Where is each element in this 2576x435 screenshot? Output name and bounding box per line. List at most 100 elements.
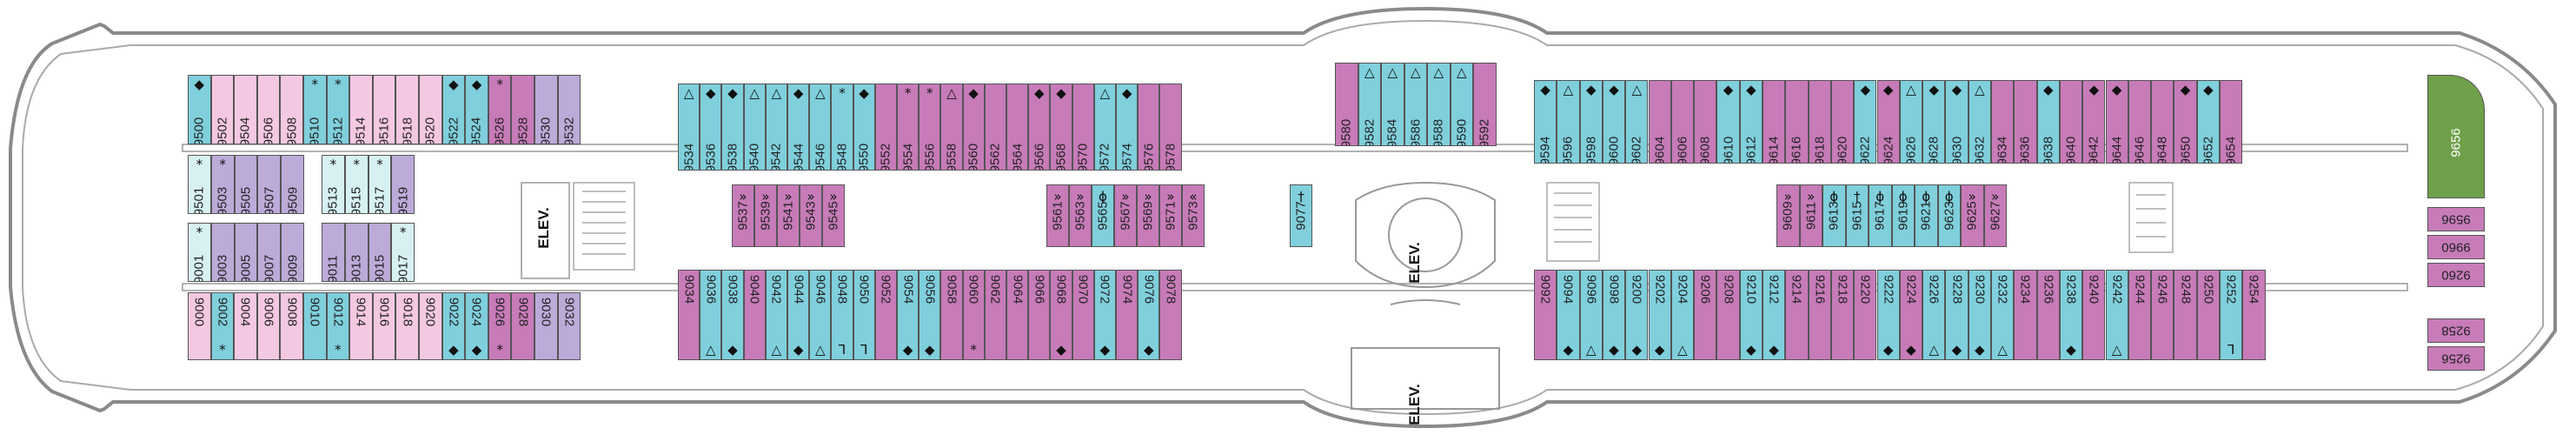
cabin-9232[interactable]: △9232 [1991,270,2015,360]
cabin-9248[interactable]: 9248 [2174,270,2197,360]
cabin-9009[interactable]: 9009 [281,223,304,282]
cabin-9000[interactable]: 9000 [188,292,211,360]
cabin-9520[interactable]: 9520 [419,75,442,144]
cabin-9608[interactable]: 9608 [1694,80,1717,164]
cabin-9611[interactable]: »9611 [1799,184,1822,247]
cabin-9606[interactable]: 9606 [1670,80,1695,164]
cabin-9516[interactable]: 9516 [372,75,396,144]
cabin-9204[interactable]: △9204 [1670,270,1695,360]
cabin-9224[interactable]: ◆9224 [1899,270,1923,360]
cabin-9569[interactable]: »9569 [1137,184,1159,247]
cabin-9570[interactable]: 9570 [1072,84,1094,171]
cabin-9564[interactable]: 9564 [1006,84,1029,171]
cabin-9550[interactable]: ◆9550 [853,84,875,171]
cabin-9528[interactable]: 9528 [511,75,534,144]
cabin-9558[interactable]: △9558 [940,84,963,171]
cabin-9011[interactable]: 9011 [322,223,345,282]
cabin-9244[interactable]: 9244 [2128,270,2152,360]
cabin-9512[interactable]: *9512 [326,75,350,144]
cabin-9571[interactable]: »9571 [1159,184,1182,247]
cabin-9040[interactable]: 9040 [743,270,766,360]
cabin-9500[interactable]: ◆9500 [188,75,211,144]
cabin-9018[interactable]: 9018 [395,292,419,360]
cabin-9572[interactable]: △9572 [1093,84,1116,171]
cabin-9546[interactable]: △9546 [809,84,832,171]
cabin-9634[interactable]: 9634 [1991,80,2015,164]
cabin-9542[interactable]: △9542 [765,84,787,171]
cabin-9228[interactable]: ◆9228 [1945,270,1969,360]
cabin-9014[interactable]: 9014 [349,292,373,360]
cabin-9036[interactable]: △9036 [700,270,722,360]
cabin-9543[interactable]: »9543 [800,184,822,247]
cabin-9562[interactable]: 9562 [984,84,1006,171]
cabin-9644[interactable]: ◆9644 [2105,80,2128,164]
cabin-9024[interactable]: ◆9024 [465,292,488,360]
cabin-9576[interactable]: 9576 [1138,84,1160,171]
cabin-9526[interactable]: *9526 [488,75,512,144]
cabin-9610[interactable]: ◆9610 [1716,80,1740,164]
cabin-9578[interactable]: 9578 [1159,84,1182,171]
cabin-9234[interactable]: 9234 [2014,270,2037,360]
cabin-9015[interactable]: 9015 [368,223,392,282]
cabin-9624[interactable]: ◆9624 [1876,80,1900,164]
cabin-9210[interactable]: ◆9210 [1739,270,1763,360]
cabin-9058[interactable]: 9058 [940,270,963,360]
cabin-9028[interactable]: 9028 [511,292,534,360]
cabin-9574[interactable]: ◆9574 [1116,84,1139,171]
cabin-9509[interactable]: 9509 [281,155,304,214]
cabin-9590[interactable]: △9590 [1450,63,1473,146]
cabin-9609[interactable]: »9609 [1776,184,1800,247]
cabin-9052[interactable]: 9052 [874,270,897,360]
cabin-9630[interactable]: ◆9630 [1945,80,1969,164]
cabin-9573[interactable]: «9573 [1182,184,1205,247]
cabin-9519[interactable]: 9519 [391,155,415,214]
cabin-9561[interactable]: »9561 [1046,184,1069,247]
cabin-9074[interactable]: 9074 [1116,270,1139,360]
cabin-9222[interactable]: ◆9222 [1876,270,1900,360]
cabin-9020[interactable]: 9020 [419,292,442,360]
cabin-9654[interactable]: 9654 [2220,80,2243,164]
cabin-9078[interactable]: 9078 [1159,270,1182,360]
cabin-9256[interactable]: 9256 [2427,346,2485,371]
cabin-9545[interactable]: »9545 [822,184,845,247]
cabin-9540[interactable]: △9540 [743,84,766,171]
cabin-9048[interactable]: ⅂9048 [831,270,853,360]
cabin-9580[interactable]: 9580 [1335,63,1358,146]
cabin-9537[interactable]: »9537 [732,184,754,247]
cabin-9226[interactable]: △9226 [1922,270,1946,360]
cabin-9202[interactable]: ◆9202 [1648,270,1671,360]
cabin-9503[interactable]: *9503 [210,155,235,214]
cabin-9254[interactable]: 9254 [2242,270,2266,360]
cabin-9502[interactable]: 9502 [210,75,235,144]
cabin-9507[interactable]: 9507 [257,155,282,214]
cabin-9600[interactable]: ◆9600 [1602,80,1626,164]
cabin-9539[interactable]: »9539 [754,184,777,247]
cabin-9560[interactable]: ◆9560 [962,84,985,171]
cabin-9230[interactable]: ◆9230 [1968,270,1991,360]
cabin-9216[interactable]: 9216 [1808,270,1831,360]
cabin-9567[interactable]: »9567 [1114,184,1137,247]
cabin-9002[interactable]: *9002 [210,292,235,360]
cabin-9017[interactable]: *9017 [391,223,415,282]
cabin-9046[interactable]: △9046 [809,270,832,360]
cabin-9212[interactable]: ◆9212 [1763,270,1786,360]
cabin-9004[interactable]: 9004 [234,292,257,360]
cabin-9006[interactable]: 9006 [256,292,281,360]
cabin-9536[interactable]: ◆9536 [700,84,722,171]
cabin-9517[interactable]: *9517 [368,155,392,214]
cabin-9098[interactable]: ◆9098 [1602,270,1626,360]
cabin-9038[interactable]: ◆9038 [721,270,744,360]
cabin-9960[interactable]: 9960 [2427,235,2485,259]
cabin-9622[interactable]: ◆9622 [1854,80,1877,164]
cabin-9042[interactable]: △9042 [765,270,787,360]
cabin-9594[interactable]: ◆9594 [1534,80,1557,164]
cabin-9505[interactable]: 9505 [234,155,258,214]
cabin-9504[interactable]: 9504 [234,75,257,144]
cabin-9050[interactable]: ⅂9050 [853,270,875,360]
cabin-9656[interactable]: 9656 [2427,75,2485,198]
cabin-9554[interactable]: *9554 [897,84,920,171]
cabin-9652[interactable]: ◆9652 [2196,80,2220,164]
